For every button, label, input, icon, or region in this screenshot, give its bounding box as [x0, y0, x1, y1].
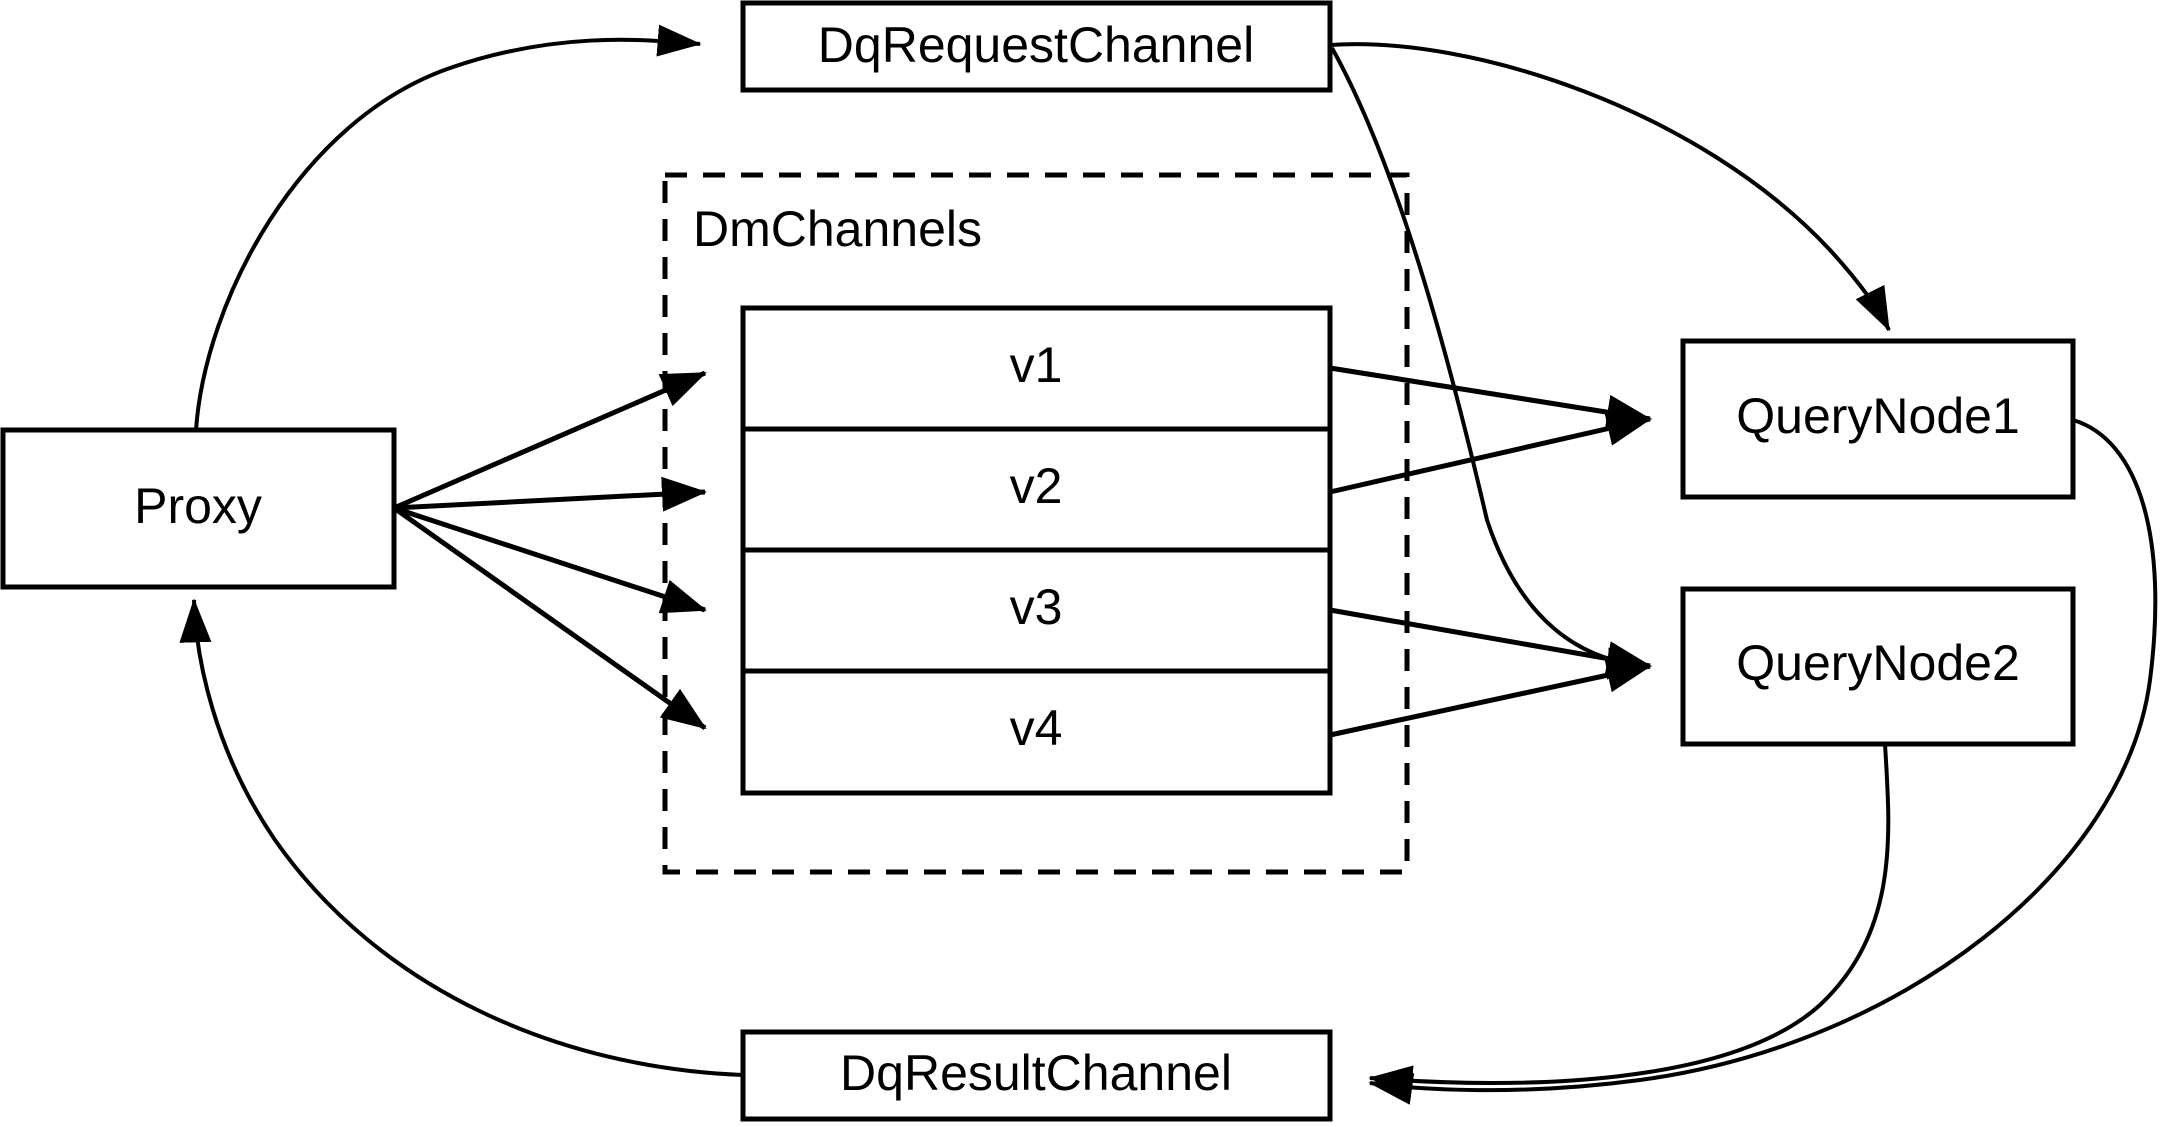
edge-v2-to-querynode1 [1329, 411, 1652, 495]
edge-dqrequestchannel-to-querynode2 [1330, 47, 1652, 680]
edge-v3-to-querynode2 [1329, 607, 1652, 676]
dqrequestchannel-label: DqRequestChannel [818, 17, 1254, 73]
vchannel-row-v3[interactable]: v3 [1010, 579, 1063, 635]
vchannel-row-v2[interactable]: v2 [1010, 458, 1063, 514]
vchannel-row-v4[interactable]: v4 [1010, 700, 1063, 756]
dmchannels-label: DmChannels [693, 201, 982, 257]
dqresultchannel-label: DqResultChannel [840, 1045, 1232, 1101]
node-querynode2[interactable]: QueryNode2 [1680, 586, 2076, 747]
edge-dqresultchannel-to-proxy [179, 598, 744, 1077]
group-dmchannels: DmChannels [662, 172, 1410, 875]
querynode2-label: QueryNode2 [1736, 635, 2020, 691]
edge-proxy-to-v4 [392, 505, 707, 731]
vchannel-table: v1 v2 v3 v4 [740, 305, 1333, 796]
proxy-label: Proxy [134, 478, 262, 534]
node-proxy[interactable]: Proxy [0, 427, 397, 590]
edge-proxy-to-v2 [393, 476, 707, 512]
edge-dqrequestchannel-to-querynode1 [1329, 42, 1891, 332]
node-dqresultchannel[interactable]: DqResultChannel [740, 1029, 1333, 1122]
querynode2-box[interactable] [1680, 586, 2076, 747]
node-querynode1[interactable]: QueryNode1 [1680, 338, 2076, 500]
edge-querynode2-to-dqresultchannel [1368, 743, 1891, 1098]
proxy-box[interactable] [0, 427, 397, 590]
node-dqrequestchannel[interactable]: DqRequestChannel [740, 0, 1333, 93]
edge-v1-to-querynode1 [1329, 365, 1652, 430]
edge-v4-to-querynode2 [1329, 657, 1652, 738]
edge-proxy-to-v3 [393, 505, 707, 614]
dqrequestchannel-box[interactable] [740, 0, 1333, 93]
edge-querynode1-to-dqresultchannel [1368, 418, 2158, 1105]
edge-proxy-to-dqrequestchannel [194, 24, 702, 431]
dmchannels-dashed-box [662, 172, 1410, 875]
vchannel-row-v1[interactable]: v1 [1010, 337, 1063, 393]
querynode1-box[interactable] [1680, 338, 2076, 500]
querynode1-label: QueryNode1 [1736, 388, 2020, 444]
dqresultchannel-box[interactable] [740, 1029, 1333, 1122]
edge-proxy-to-v1 [393, 370, 707, 511]
